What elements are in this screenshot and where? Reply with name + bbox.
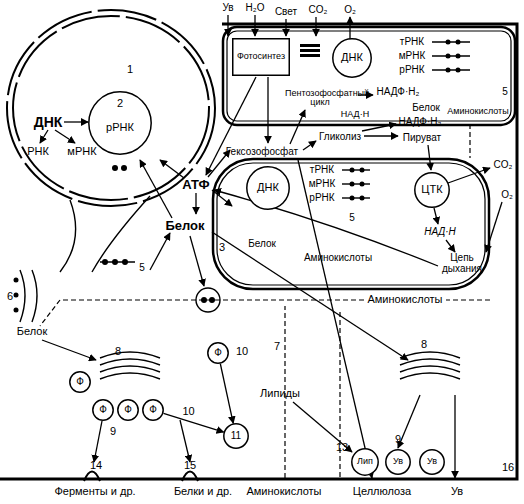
node-text: НАД·Н (424, 227, 456, 238)
label-text: 5 (139, 263, 145, 274)
label-text: Гексозофосфат (226, 147, 298, 158)
chloroplast: Фотосинтез ДНК тРНК мРНК рРНК 5Белок Аминокисл… (222, 26, 516, 126)
label-text: Белки и др. (174, 486, 232, 498)
label-text: Пентозофосфатный цикл (285, 89, 355, 108)
label-text: 8 (115, 346, 121, 358)
node-text: рРНК (399, 65, 424, 76)
ribosomes (14, 40, 461, 313)
label-text: 6 (7, 291, 13, 303)
label-text: НАДФ·Н₂ (377, 87, 420, 98)
node-text: Цепь дыхания (438, 253, 486, 274)
vesicle: 11 (223, 423, 249, 449)
label-text: Ув (451, 486, 463, 498)
label-text: 9 (395, 434, 401, 446)
node-text: 16 (502, 462, 514, 474)
dna-circle: ДНК (246, 166, 290, 210)
cell-membrane: 2рРНК1ДНКРНКмРНКФотосинтезДНКтРНКмРНКрРН… (0, 0, 520, 482)
node-text: рРНК (106, 122, 134, 134)
node-text: 11 (231, 431, 241, 442)
node-text: Ф (124, 405, 132, 416)
nucleolus: 2 рРНК (88, 91, 152, 155)
node-text: 5 (502, 87, 508, 98)
process-box: Фотосинтез (232, 38, 290, 76)
amino-acid-flow (40, 124, 490, 478)
label-text: Свет (275, 7, 297, 18)
label-text: НАДФ·Н₂ (399, 117, 442, 128)
vesicle: Ф (142, 399, 164, 421)
flow-arrow (220, 364, 233, 424)
label-text: АТФ (182, 178, 209, 192)
vesicle: Ф (69, 371, 91, 393)
node-text: Ф (149, 405, 157, 416)
node-text: Лип (357, 457, 373, 466)
label-text: Белок (17, 326, 47, 338)
node-text: РНК (27, 146, 49, 158)
node-text: НАД·Н (341, 110, 369, 119)
label-text: O₂ (344, 5, 356, 16)
label-text: 9 (110, 426, 116, 438)
node-text: 2 (117, 98, 123, 110)
node-text: мРНК (399, 51, 426, 62)
cycle-circle: ЦТК (414, 172, 450, 208)
label-text: CO₂ (309, 5, 328, 16)
label-text: Пируват (403, 133, 441, 144)
node-text: Ф (76, 377, 84, 388)
vesicle: Ф (117, 399, 139, 421)
node-text: ДНК (341, 52, 363, 64)
node-text: Аминокислоты (304, 253, 372, 264)
label-text: Ферменты и др. (54, 486, 135, 498)
membranes (20, 42, 470, 379)
node-text: тРНК (400, 37, 424, 48)
label-text: CO₂ (494, 160, 513, 171)
node-text: мРНК (309, 179, 336, 190)
node-text: Белок (412, 103, 440, 114)
node-text: Белок (248, 239, 276, 250)
node-text: Ф (99, 405, 107, 416)
label-text: H₂O (246, 3, 265, 14)
node-text: Фотосинтез (237, 52, 285, 61)
node-text: тРНК (310, 165, 334, 176)
label-text: Белок (165, 219, 204, 233)
label-text: 7 (274, 341, 280, 353)
node-text: 3 (219, 242, 225, 254)
node-text: ДНК (34, 115, 63, 130)
dna-circle: ДНК (332, 38, 372, 78)
node-text: Аминокислоты (447, 107, 508, 116)
label-text: O₂ (501, 190, 513, 201)
node-text: Ф (214, 348, 222, 359)
node-text: Ув (427, 457, 437, 466)
label-text: Целлюлоза (353, 486, 411, 498)
node-text: 5 (349, 213, 355, 224)
label-text: Аминокислоты (367, 294, 442, 306)
label-text: Аминокислоты (246, 486, 321, 498)
label-text: Липиды (260, 388, 300, 400)
node-text: ЦТК (421, 184, 442, 196)
node-text: Ув (393, 457, 403, 466)
node-text: мРНК (67, 146, 96, 158)
reaction-arrows (40, 15, 502, 478)
vesicle: Ф (92, 399, 114, 421)
node-text: рРНК (309, 193, 334, 204)
label-text: 14 (90, 460, 102, 472)
label-text: Гликолиз (319, 132, 361, 143)
label-text: 10 (236, 346, 248, 358)
label-text: 15 (184, 460, 196, 472)
mitochondrion: ДНК ЦТК 3 тРНК мРНК рРНК 5БелокАминокислоты НАД… (212, 158, 490, 290)
vesicle: Лип (351, 448, 379, 476)
edge-label: 10 (182, 406, 194, 418)
label-text: 8 (421, 339, 427, 351)
label-text: Ув (222, 3, 233, 14)
label-text: 13 (336, 442, 348, 454)
node-text: ДНК (257, 182, 279, 194)
vesicle: Ув (385, 449, 411, 475)
node-text: 1 (127, 64, 133, 76)
vesicle: Ув (419, 449, 445, 475)
vesicle: Ф (207, 342, 229, 364)
